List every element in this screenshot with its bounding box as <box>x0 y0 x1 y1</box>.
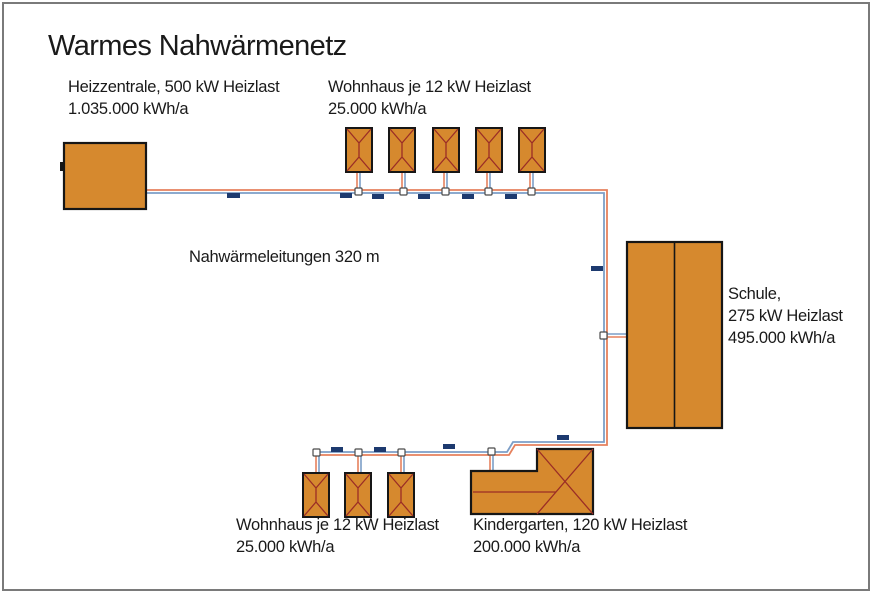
junction-node <box>397 448 406 457</box>
label-school-line3: 495.000 kWh/a <box>728 329 836 347</box>
label-houses-top-line1: Wohnhaus je 12 kW Heizlast <box>328 78 531 96</box>
valve-markers <box>227 193 603 452</box>
junction-node <box>487 447 496 456</box>
building-house <box>475 127 503 173</box>
label-kindergarten-line1: Kindergarten, 120 kW Heizlast <box>473 516 688 534</box>
building-house <box>344 472 372 518</box>
building-house <box>518 127 546 173</box>
pipe-flow-main <box>146 189 608 456</box>
label-school-line2: 275 kW Heizlast <box>728 307 843 325</box>
label-houses-bottom-line2: 25.000 kWh/a <box>236 538 335 556</box>
label-heat-plant-line2: 1.035.000 kWh/a <box>68 100 189 118</box>
pipe-return-main <box>146 192 605 453</box>
valve-marker <box>462 194 474 199</box>
buildings-houses-bottom <box>302 472 415 518</box>
valve-marker <box>557 435 569 440</box>
building-house <box>432 127 460 173</box>
building-house <box>345 127 373 173</box>
label-heat-plant-line1: Heizzentrale, 500 kW Heizlast <box>68 78 280 96</box>
valve-marker <box>418 194 430 199</box>
label-kindergarten: Kindergarten, 120 kW Heizlast 200.000 kW… <box>473 514 687 558</box>
label-houses-top-line2: 25.000 kWh/a <box>328 100 427 118</box>
valve-marker <box>331 447 343 452</box>
label-school-line1: Schule, <box>728 285 781 303</box>
label-houses-top: Wohnhaus je 12 kW Heizlast 25.000 kWh/a <box>328 76 531 120</box>
heat-plant-door <box>60 162 65 171</box>
label-houses-bottom: Wohnhaus je 12 kW Heizlast 25.000 kWh/a <box>236 514 439 558</box>
junction-node <box>484 187 493 196</box>
label-kindergarten-line2: 200.000 kWh/a <box>473 538 581 556</box>
label-houses-bottom-line1: Wohnhaus je 12 kW Heizlast <box>236 516 439 534</box>
building-house <box>388 127 416 173</box>
junction-node <box>312 448 321 457</box>
buildings-houses-top <box>345 127 546 173</box>
building-house <box>387 472 415 518</box>
building-kindergarten <box>469 447 595 516</box>
pipe-network <box>146 170 627 474</box>
valve-marker <box>374 447 386 452</box>
valve-marker <box>443 444 455 449</box>
valve-marker <box>505 194 517 199</box>
building-school <box>625 240 724 430</box>
valve-marker <box>372 194 384 199</box>
pipe-branches-top-houses <box>356 170 534 193</box>
junction-node <box>399 187 408 196</box>
valve-marker <box>591 266 603 271</box>
valve-marker <box>340 193 352 198</box>
building-heat-plant <box>60 141 148 211</box>
junction-node <box>441 187 450 196</box>
junction-nodes <box>312 187 608 457</box>
label-network-length: Nahwärmeleitungen 320 m <box>189 248 380 266</box>
valve-marker <box>227 193 240 198</box>
label-heat-plant: Heizzentrale, 500 kW Heizlast 1.035.000 … <box>68 76 280 120</box>
pipe-branch-school <box>604 333 627 338</box>
junction-node <box>599 331 608 340</box>
junction-node <box>354 187 363 196</box>
junction-node <box>354 448 363 457</box>
building-house <box>302 472 330 518</box>
page-title: Warmes Nahwärmenetz <box>48 30 347 62</box>
junction-node <box>527 187 536 196</box>
label-school: Schule, 275 kW Heizlast 495.000 kWh/a <box>728 283 843 349</box>
